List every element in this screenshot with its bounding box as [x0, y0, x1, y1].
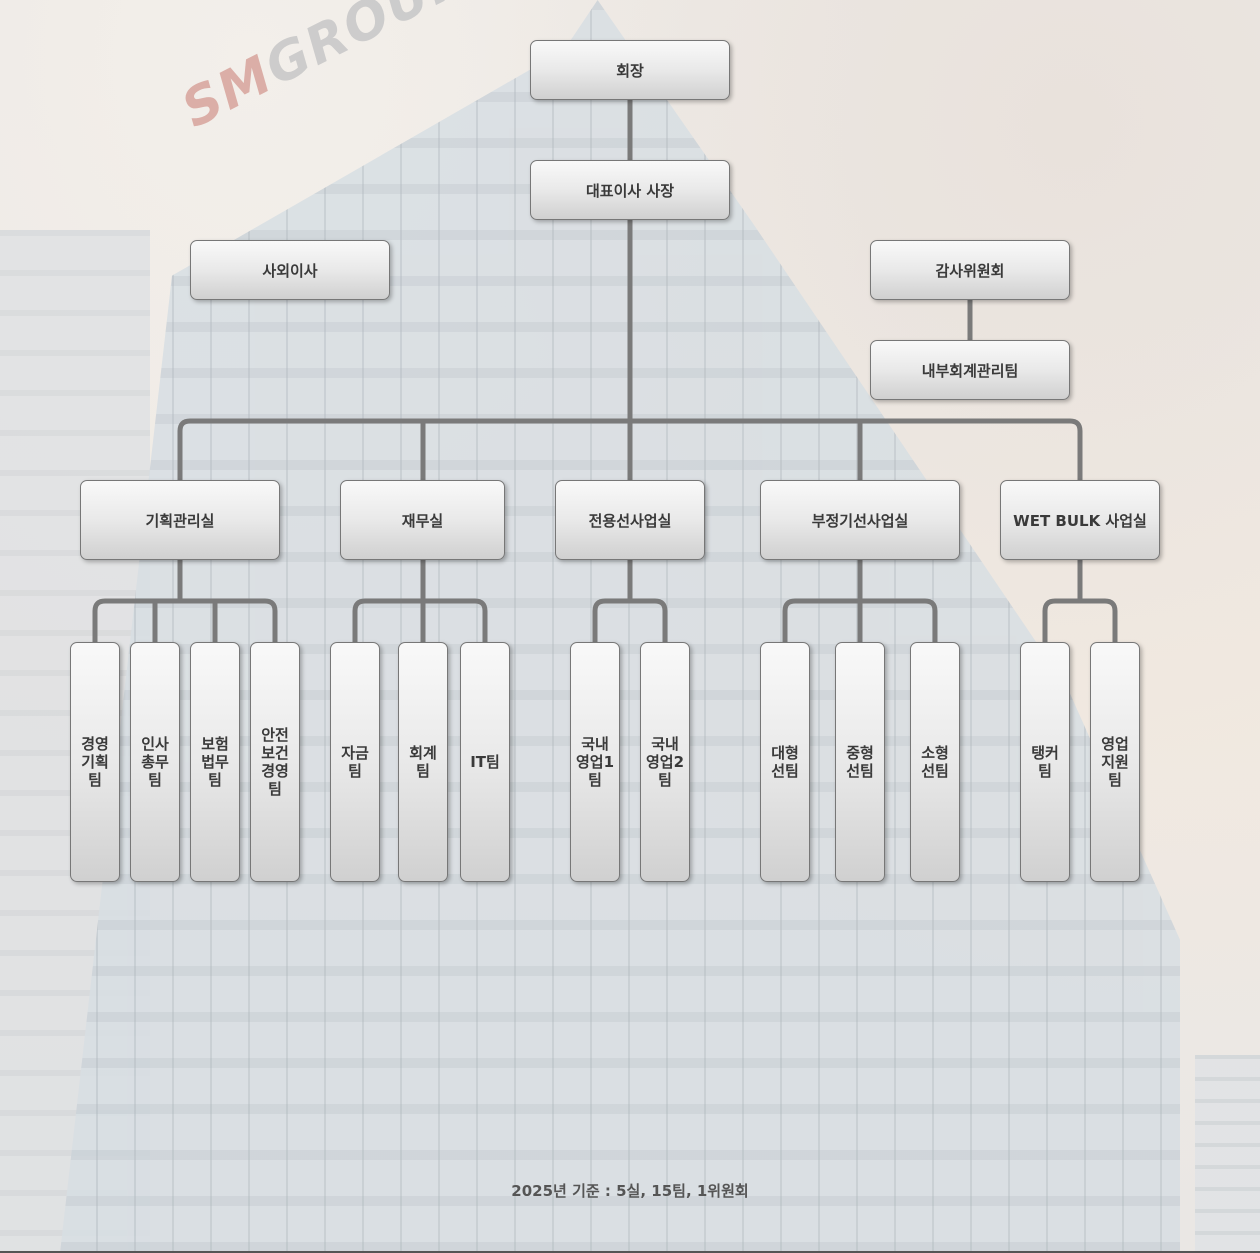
office-dedicated-vessel-box: 전용선사업실: [555, 480, 705, 560]
office-tramp-box: 부정기선사업실: [760, 480, 960, 560]
team-box: 자금팀: [330, 642, 380, 882]
team-box: 대형선팀: [760, 642, 810, 882]
team-box: 탱커팀: [1020, 642, 1070, 882]
audit-committee-box: 감사위원회: [870, 240, 1070, 300]
connector-wetbulk-bus: [1042, 560, 1118, 642]
team-box: 안전보건경영팀: [250, 642, 300, 882]
team-box: 국내영업2팀: [640, 642, 690, 882]
chairman-box: 회장: [530, 40, 730, 100]
team-box: 중형선팀: [835, 642, 885, 882]
team-box: 보험법무팀: [190, 642, 240, 882]
office-finance-box: 재무실: [340, 480, 505, 560]
connector-finance-bus: [352, 560, 488, 642]
team-box: 소형선팀: [910, 642, 960, 882]
building-right: [1195, 1055, 1260, 1253]
footer-summary: 2025년 기준 : 5실, 15팀, 1위원회: [511, 1182, 749, 1200]
team-box: 회계팀: [398, 642, 448, 882]
bottom-divider: [0, 1251, 1260, 1253]
office-planning-box: 기획관리실: [80, 480, 280, 560]
outside-director-box: 사외이사: [190, 240, 390, 300]
team-box: 국내영업1팀: [570, 642, 620, 882]
ceo-box: 대표이사 사장: [530, 160, 730, 220]
team-box: 영업지원팀: [1090, 642, 1140, 882]
team-box: IT팀: [460, 642, 510, 882]
office-wetbulk-box: WET BULK 사업실: [1000, 480, 1160, 560]
team-box: 경영기획팀: [70, 642, 120, 882]
internal-accounting-team-box: 내부회계관리팀: [870, 340, 1070, 400]
connector-tramp-bus: [782, 560, 938, 642]
connector-planning-bus: [92, 560, 278, 642]
connector-dedicated-bus: [592, 560, 668, 642]
team-box: 인사총무팀: [130, 642, 180, 882]
